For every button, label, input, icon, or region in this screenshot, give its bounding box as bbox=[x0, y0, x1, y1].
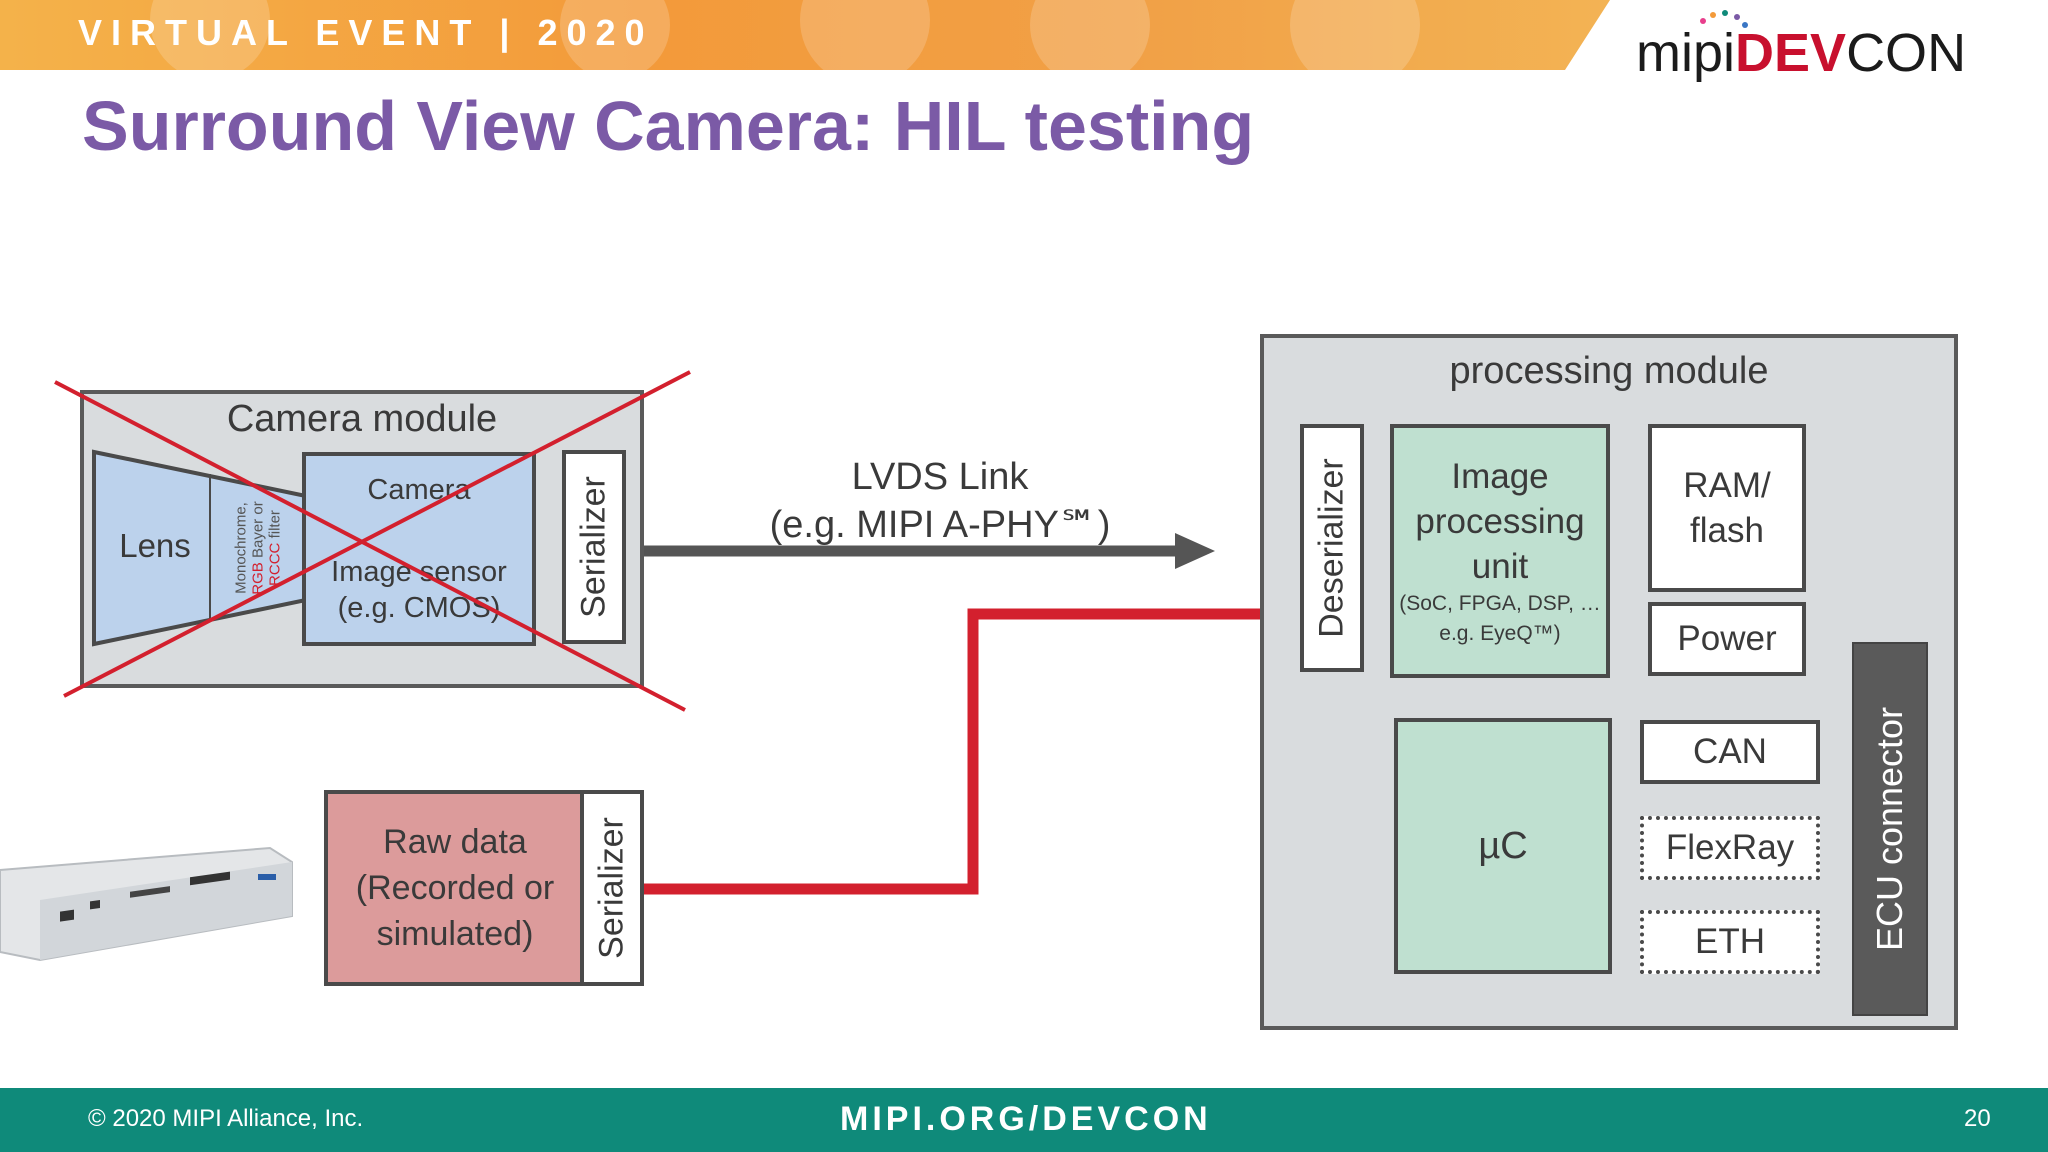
slide-title: Surround View Camera: HIL testing bbox=[82, 87, 1255, 165]
raw-data-red-path bbox=[642, 608, 1270, 895]
can-box: CAN bbox=[1640, 720, 1820, 784]
mipi-devcon-logo: mipiDEVCON bbox=[1636, 22, 1966, 84]
microcontroller-label: µC bbox=[1478, 824, 1528, 867]
lens-label: Lens bbox=[119, 527, 191, 564]
footer-url: MIPI.ORG/DEVCON bbox=[840, 1100, 1212, 1138]
power-label: Power bbox=[1677, 619, 1777, 658]
footer-bar bbox=[0, 1088, 2048, 1152]
ram-flash-text: RAM/ flash bbox=[1683, 463, 1771, 553]
deserializer-box bbox=[1300, 424, 1364, 672]
eth-label: ETH bbox=[1695, 922, 1765, 961]
image-sensor-example: (e.g. CMOS) bbox=[337, 592, 501, 624]
raw-data-serializer-box bbox=[580, 790, 644, 986]
logo-dot bbox=[1710, 12, 1716, 18]
camera-serializer-box bbox=[562, 450, 626, 644]
camera-label: Camera bbox=[367, 474, 471, 506]
logo-dot bbox=[1700, 18, 1706, 24]
raw-data-box: Raw data (Recorded or simulated) bbox=[324, 790, 586, 986]
ipu-sub-1: (SoC, FPGA, DSP, … bbox=[1399, 591, 1601, 615]
ipu-sub-2: e.g. EyeQ™) bbox=[1439, 621, 1561, 645]
raw-data-serializer-label: Serializer bbox=[592, 817, 631, 959]
processing-module-label: processing module bbox=[1449, 350, 1769, 392]
ram-line-2: flash bbox=[1690, 511, 1764, 550]
ipu-text: Image processing unit (SoC, FPGA, DSP, …… bbox=[1399, 454, 1601, 649]
banner-text: VIRTUAL EVENT | 2020 bbox=[78, 12, 654, 53]
raw-data-text: Raw data (Recorded or simulated) bbox=[356, 819, 554, 957]
ipu-line-1: Image bbox=[1451, 456, 1549, 496]
logo-dot bbox=[1722, 10, 1728, 16]
power-box: Power bbox=[1648, 602, 1806, 676]
logo-dev-text: DEV bbox=[1735, 23, 1847, 83]
copyright-text: © 2020 MIPI Alliance, Inc. bbox=[88, 1105, 364, 1132]
logo-mipi-text: mipi bbox=[1636, 23, 1736, 83]
ipu-line-3: unit bbox=[1471, 546, 1529, 586]
page-number: 20 bbox=[1964, 1105, 1991, 1132]
flexray-label: FlexRay bbox=[1665, 828, 1795, 867]
ram-flash-box: RAM/ flash bbox=[1648, 424, 1806, 592]
ram-line-1: RAM/ bbox=[1683, 466, 1771, 505]
cross-line-2 bbox=[63, 370, 691, 698]
flexray-box: FlexRay bbox=[1640, 816, 1820, 880]
can-label: CAN bbox=[1693, 732, 1767, 771]
lvds-link-arrowhead bbox=[1175, 533, 1215, 569]
raw-data-line-2: (Recorded or bbox=[355, 869, 555, 907]
cross-line-1 bbox=[54, 380, 686, 712]
camera-module-label: Camera module bbox=[226, 398, 498, 440]
ecu-connector-label: ECU connector bbox=[1869, 706, 1910, 952]
image-processing-unit-box: Image processing unit (SoC, FPGA, DSP, …… bbox=[1390, 424, 1610, 678]
hil-test-device-image bbox=[0, 846, 293, 962]
lvds-link-example: (e.g. MIPI A-PHY℠) bbox=[769, 504, 1111, 546]
raw-data-line-1: Raw data bbox=[383, 823, 527, 861]
eth-box: ETH bbox=[1640, 910, 1820, 974]
header-banner bbox=[0, 0, 1610, 70]
logo-dot bbox=[1734, 14, 1740, 20]
ipu-line-2: processing bbox=[1415, 501, 1585, 541]
ecu-connector-box bbox=[1852, 642, 1928, 1016]
logo-dot bbox=[1742, 22, 1748, 28]
raw-data-line-3: simulated) bbox=[376, 915, 534, 953]
logo-con-text: CON bbox=[1846, 23, 1967, 83]
lvds-link-label: LVDS Link bbox=[851, 456, 1029, 498]
microcontroller-box: µC bbox=[1394, 718, 1612, 974]
deserializer-label: Deserializer bbox=[1312, 458, 1351, 638]
